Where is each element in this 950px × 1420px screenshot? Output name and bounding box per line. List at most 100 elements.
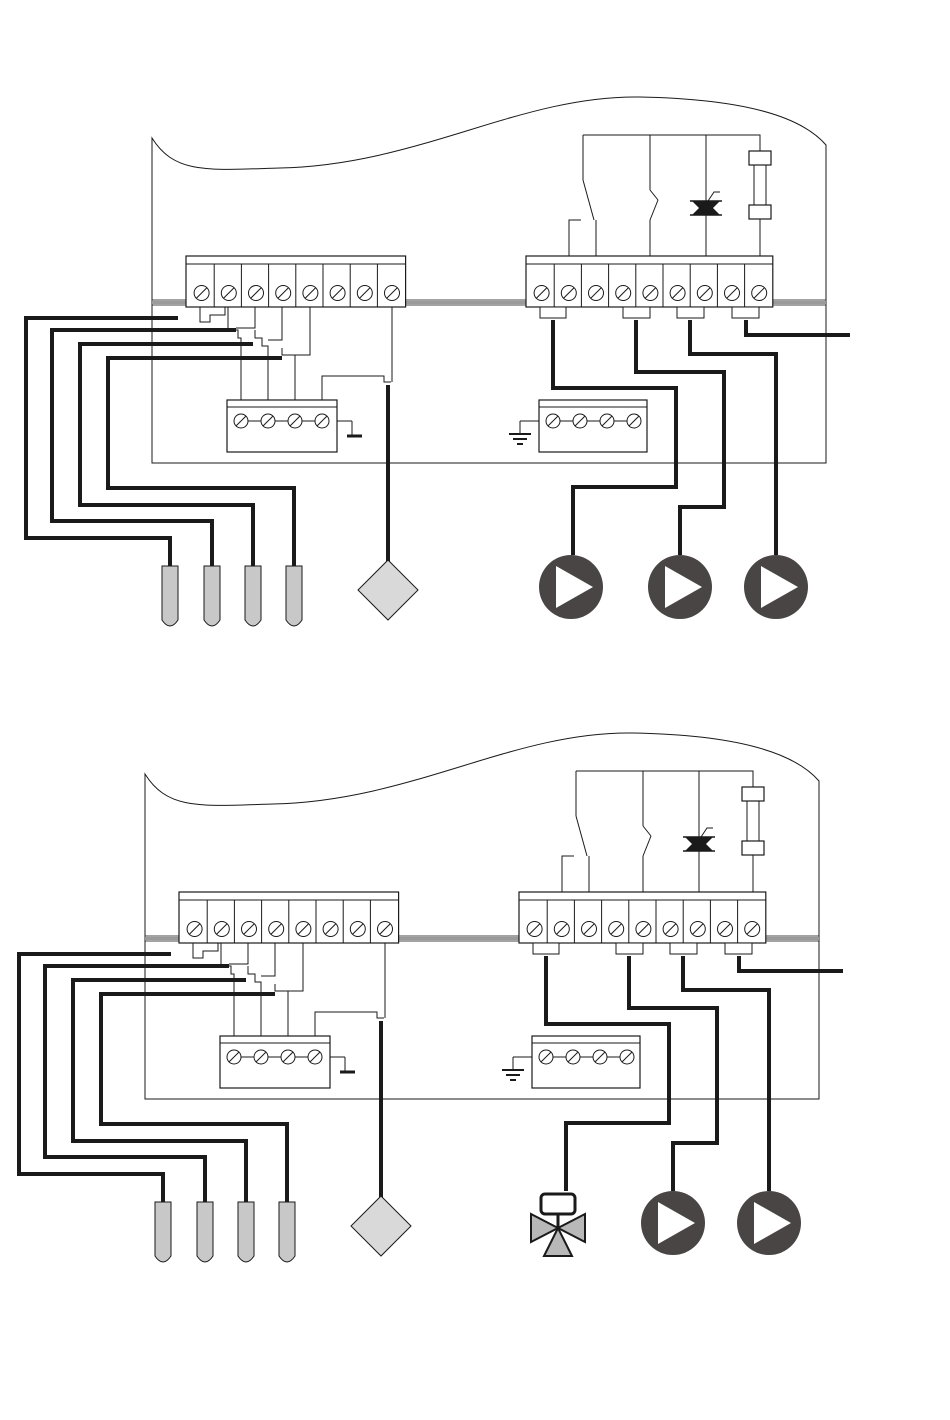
internal-wire (236, 307, 255, 328)
terminal-screw (378, 922, 393, 937)
sensor-3-cable (73, 980, 246, 1202)
fuse-cap-top (749, 151, 771, 165)
fuse-glass (747, 800, 759, 842)
mains-supply-cable (746, 320, 850, 335)
terminal-screw (539, 1050, 553, 1064)
fuse-glass (754, 164, 766, 206)
terminal-screw (561, 286, 576, 301)
cable-lug (623, 307, 650, 318)
temperature-sensor-icon (286, 566, 302, 626)
internal-wire (288, 943, 303, 991)
terminal-screw (534, 286, 549, 301)
output-3-cable (683, 956, 769, 1191)
field-wiring (19, 954, 843, 1202)
terminal-screw (566, 1050, 580, 1064)
cable-lugs (540, 307, 759, 318)
terminal-screw (323, 922, 338, 937)
mains-terminal-block (526, 256, 773, 307)
temperature-sensor-icon (155, 1202, 171, 1262)
flow-switch-icon (351, 1196, 411, 1256)
ground-icon (330, 1057, 355, 1072)
terminal-screw (261, 414, 275, 428)
terminal-screw (221, 286, 236, 301)
low-voltage-terminal-block (186, 256, 406, 307)
terminal-screw (636, 922, 651, 937)
terminal-screw (752, 286, 767, 301)
low-voltage-terminal-block (179, 892, 399, 943)
terminal-screw (593, 1050, 607, 1064)
internal-wire (228, 307, 241, 400)
output-relay-section (569, 135, 771, 256)
relay-1-contact (576, 816, 587, 856)
sensor-common-block (227, 400, 337, 452)
sensor-4-cable (101, 994, 287, 1202)
terminal-screw (350, 922, 365, 937)
sensor-4-cable (108, 358, 294, 566)
terminal-screw (385, 286, 400, 301)
fuse-cap-top (742, 787, 764, 801)
internal-wire (261, 943, 275, 976)
mains-terminal-block (519, 892, 766, 943)
terminal-screw (254, 1050, 268, 1064)
temperature-sensor-icon (279, 1202, 295, 1262)
terminal-screw (330, 286, 345, 301)
sensor-1-cable (19, 954, 171, 1202)
terminal-screw (600, 414, 614, 428)
fuse-icon (749, 151, 771, 219)
triac-gate (701, 828, 713, 837)
terminal-screw (308, 1050, 322, 1064)
wiring-diagram-top (26, 97, 850, 626)
relay-2-contact-b (650, 200, 658, 220)
sensor-body (162, 566, 178, 626)
terminal-screw (296, 922, 311, 937)
terminal-screw (546, 414, 560, 428)
sensor-body (245, 566, 261, 626)
pump-icon (641, 1191, 705, 1255)
cable-lug (732, 307, 759, 318)
terminal-screw (573, 414, 587, 428)
internal-wire (200, 307, 225, 322)
earth-icon (502, 1057, 532, 1080)
relay-1-contact (583, 180, 594, 220)
sensor-common-block (220, 1036, 330, 1088)
sensor-1-cable (26, 318, 178, 566)
internal-wire (255, 330, 268, 400)
terminal-screw (234, 414, 248, 428)
terminal-screw (718, 922, 733, 937)
earth-terminal-block (532, 1036, 640, 1088)
temperature-sensor-icon (204, 566, 220, 626)
internal-wiring (200, 307, 392, 400)
terminal-screw (582, 922, 597, 937)
terminal-screw (745, 922, 760, 937)
ground-icon (337, 421, 362, 436)
cable-lug (677, 307, 704, 318)
cable-lug (616, 943, 643, 954)
cable-lug (670, 943, 697, 954)
cable-lug (533, 943, 559, 954)
mains-supply-cable (739, 956, 843, 971)
terminal-screw (194, 286, 209, 301)
internal-wire (268, 307, 282, 340)
relay-2-contact (650, 190, 658, 200)
relay-2-contact-b (643, 836, 651, 856)
terminal-screw (643, 286, 658, 301)
internal-wire (275, 984, 288, 1036)
flow-switch-icon (358, 560, 418, 620)
pump-icon (539, 555, 603, 619)
terminal-screw (589, 286, 604, 301)
temperature-sensor-icon (197, 1202, 213, 1262)
earth-icon (509, 421, 539, 444)
internal-wire (322, 376, 391, 400)
cable-lugs (533, 943, 752, 954)
output-3-cable (690, 320, 776, 555)
terminal-screw (670, 286, 685, 301)
triac-gate (708, 192, 720, 201)
sensor-body (197, 1202, 213, 1262)
cable-lug (540, 307, 566, 318)
terminal-screw (620, 1050, 634, 1064)
terminal-screw (281, 1050, 295, 1064)
internal-wire (229, 943, 248, 964)
terminal-screw (609, 922, 624, 937)
